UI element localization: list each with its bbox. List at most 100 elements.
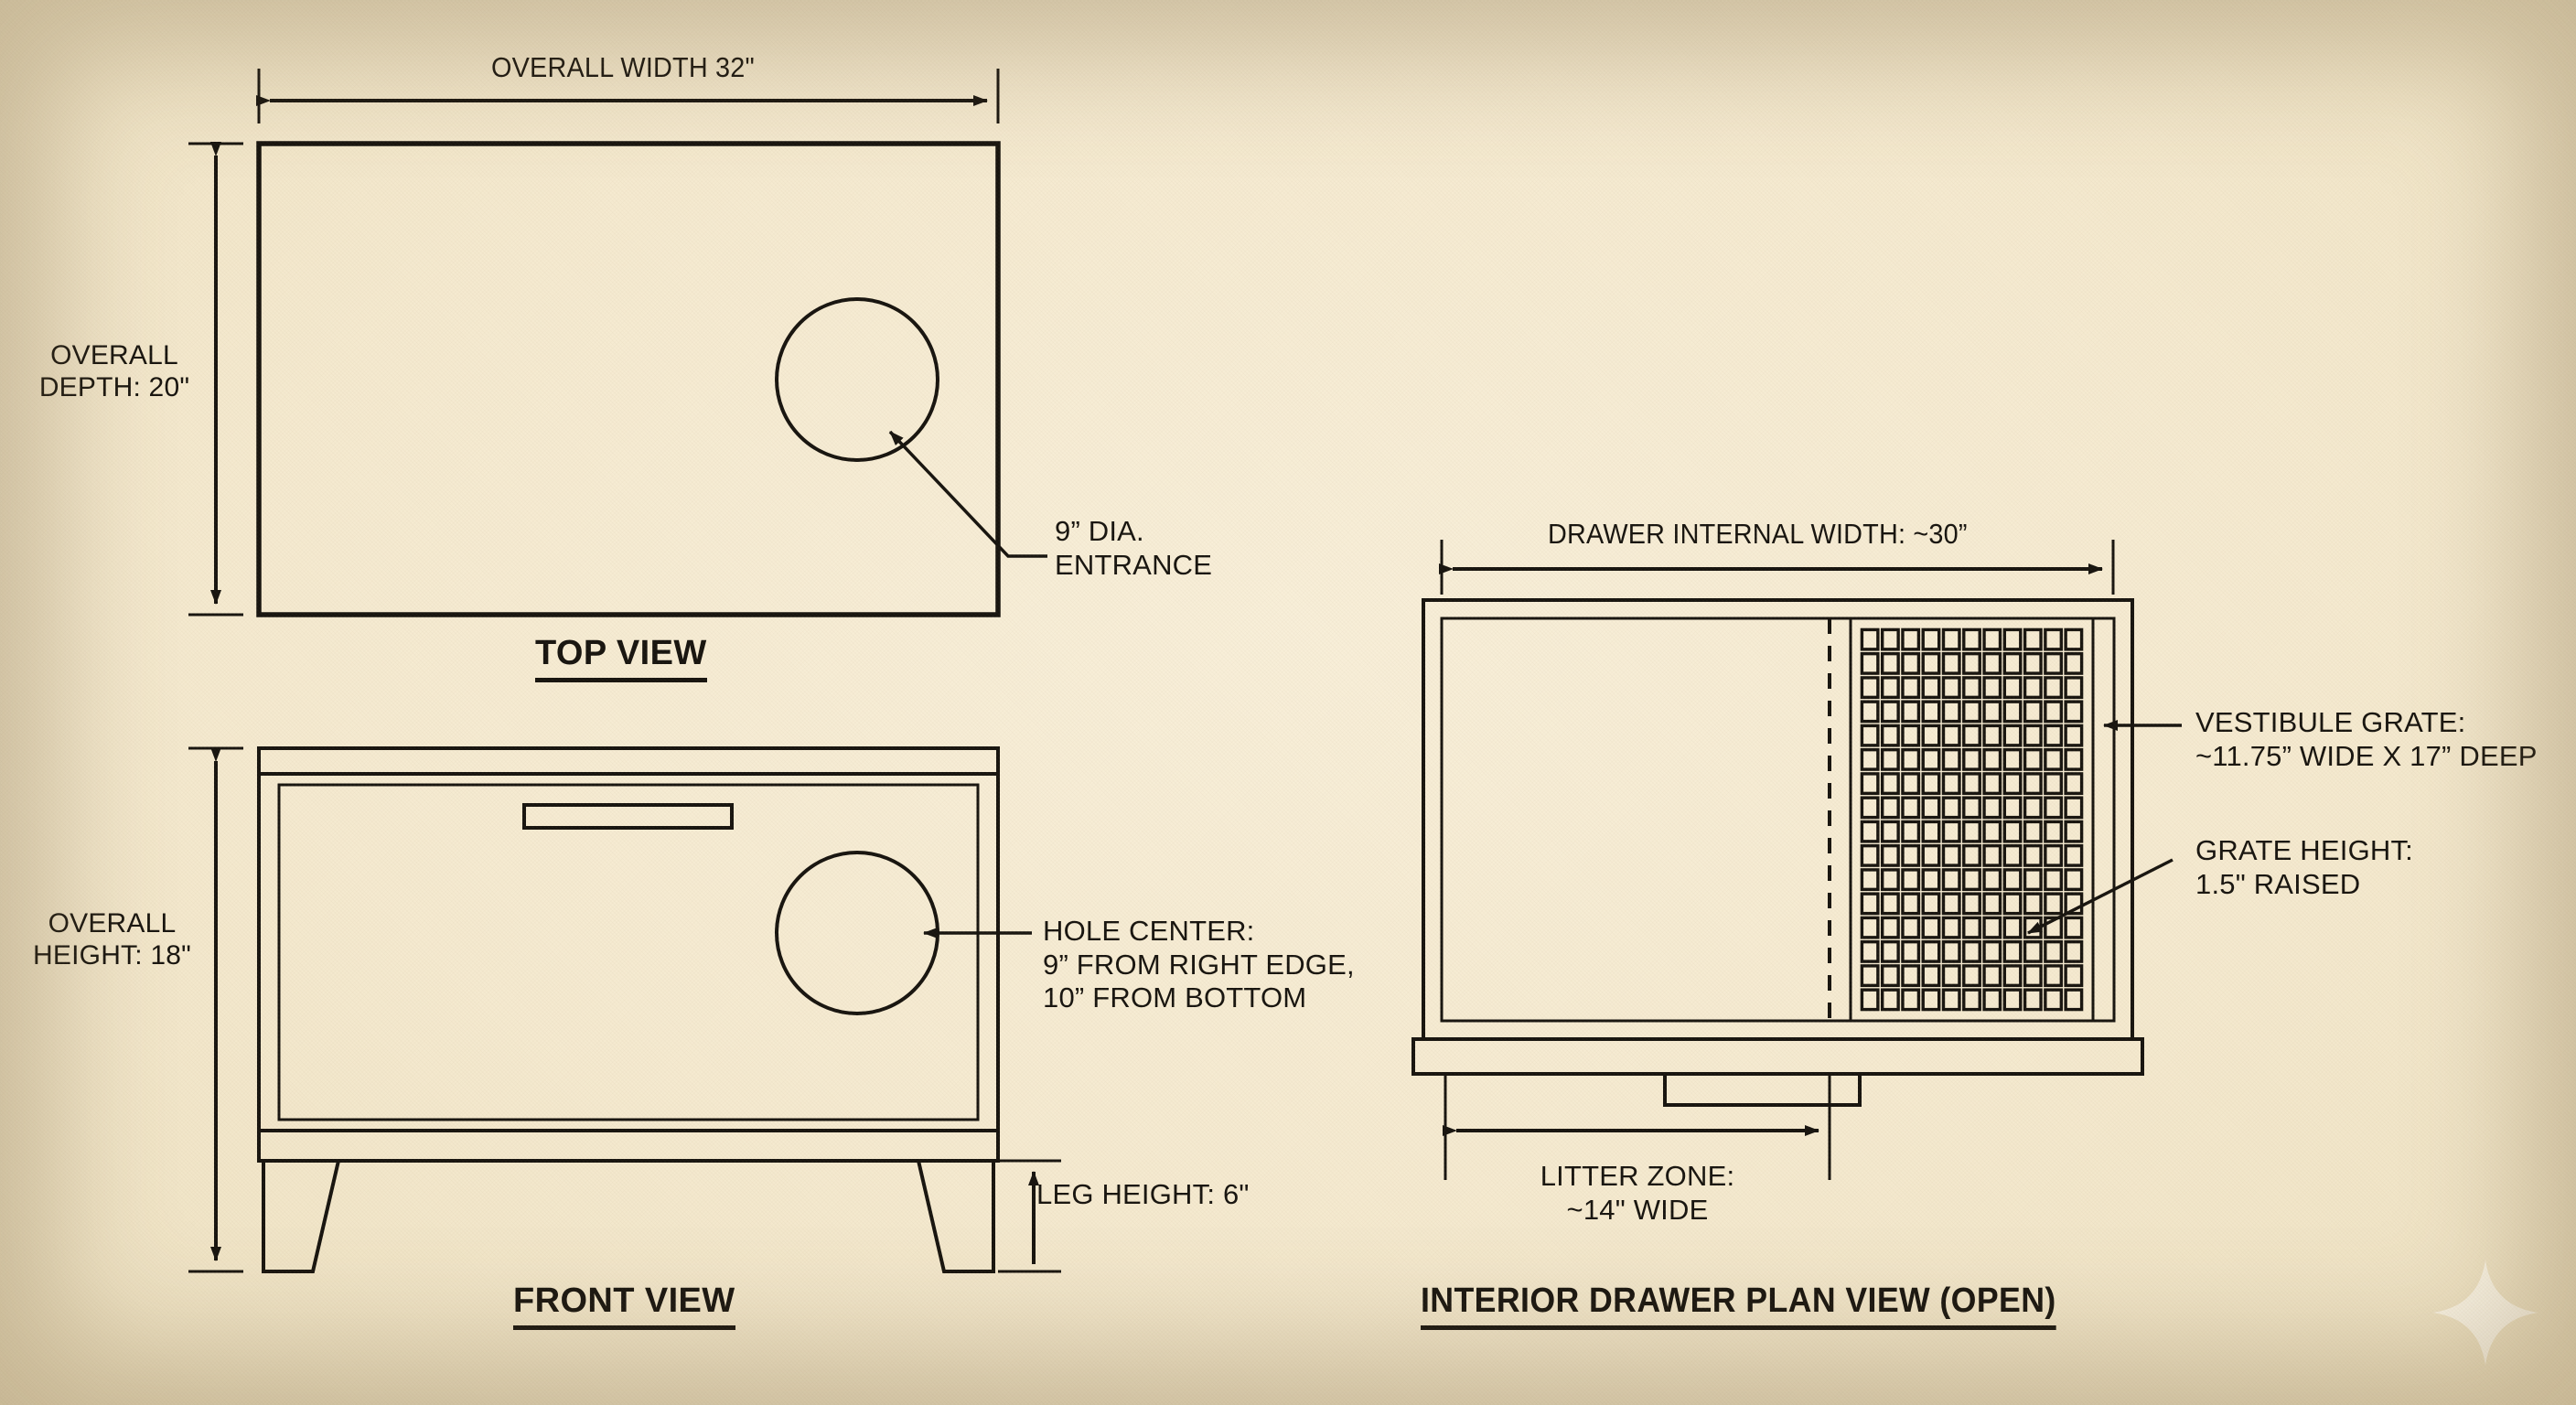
- top-view-title: TOP VIEW: [535, 633, 707, 682]
- grate-cell: [1880, 651, 1900, 675]
- grate-cell: [2023, 724, 2043, 747]
- grate-cell: [2064, 772, 2084, 796]
- grate-cell: [1921, 820, 1941, 843]
- grate-cell: [2044, 916, 2064, 939]
- grate-cell: [2044, 988, 2064, 1012]
- hole-callout-line-2: 9” FROM RIGHT EDGE,: [1043, 948, 1355, 981]
- grate-cell: [1860, 916, 1880, 939]
- grate-cell: [1901, 651, 1921, 675]
- depth-dim-line-1: OVERALL: [50, 340, 178, 370]
- grate-cell: [2044, 772, 2064, 796]
- grate-cell: [2044, 627, 2064, 651]
- grate-cell: [2023, 843, 2043, 867]
- grate-cell: [2044, 964, 2064, 988]
- grate-cell: [1880, 627, 1900, 651]
- grate-cell: [1901, 916, 1921, 939]
- grate-cell: [2023, 892, 2043, 916]
- grate-cell: [2002, 939, 2023, 963]
- grate-cell: [1962, 820, 1981, 843]
- grate-cell: [1982, 939, 2002, 963]
- grate-cell: [1941, 651, 1961, 675]
- grate-cell: [2044, 747, 2064, 771]
- grate-cell: [2064, 916, 2084, 939]
- grate-cell: [2023, 796, 2043, 820]
- grate-cell: [2064, 724, 2084, 747]
- grate-cell: [1880, 700, 1900, 724]
- grate-cell: [1982, 892, 2002, 916]
- grate-cell: [1860, 676, 1880, 700]
- grate-cell: [1982, 747, 2002, 771]
- grate-cell: [1880, 964, 1900, 988]
- grate-cell: [1860, 627, 1880, 651]
- grate-cell: [2023, 700, 2043, 724]
- grate-cell: [1941, 747, 1961, 771]
- grate-cell: [1921, 868, 1941, 892]
- grate-cell: [1962, 868, 1981, 892]
- grate-cell: [2023, 627, 2043, 651]
- grate-cell: [2064, 964, 2084, 988]
- grate-cell: [2064, 843, 2084, 867]
- grate-cell: [1901, 843, 1921, 867]
- grate-cell: [1941, 772, 1961, 796]
- grate-cell: [1982, 676, 2002, 700]
- grate-cell: [2002, 964, 2023, 988]
- grate-cell: [1921, 700, 1941, 724]
- grate-cell: [2023, 939, 2043, 963]
- hole-callout-line-1: HOLE CENTER:: [1043, 915, 1255, 947]
- grate-cell: [1941, 916, 1961, 939]
- grate-cell: [1901, 868, 1921, 892]
- grate-cell: [1921, 939, 1941, 963]
- grate-cell: [1880, 892, 1900, 916]
- vestibule-grate-callout: VESTIBULE GRATE:~11.75” WIDE X 17” DEEP: [2195, 706, 2538, 773]
- grate-cell: [1962, 747, 1981, 771]
- grate-cell: [1880, 916, 1900, 939]
- grate-cell: [2064, 892, 2084, 916]
- grate-cell: [1921, 796, 1941, 820]
- grate-cell: [2044, 820, 2064, 843]
- grate-cell: [2002, 676, 2023, 700]
- grate-height-line-2: 1.5" RAISED: [2195, 867, 2361, 900]
- grate-cell: [2002, 868, 2023, 892]
- grate-cell: [2044, 939, 2064, 963]
- grate-cell: [2064, 747, 2084, 771]
- entrance-callout-line-1: 9” DIA.: [1055, 515, 1144, 547]
- grate-cell: [1982, 916, 2002, 939]
- grate-cell: [1880, 988, 1900, 1012]
- grate-cell: [2002, 892, 2023, 916]
- grate-cell: [2044, 868, 2064, 892]
- front-view-geometry: [188, 746, 1061, 1273]
- grate-cell: [2023, 651, 2043, 675]
- grate-cell: [1860, 651, 1880, 675]
- height-dim-line-2: HEIGHT: 18": [33, 940, 191, 971]
- litter-zone-dimension-label: LITTER ZONE:~14" WIDE: [1464, 1160, 1811, 1227]
- grate-cell: [2064, 796, 2084, 820]
- grate-cell: [1962, 916, 1981, 939]
- grate-cell: [2064, 651, 2084, 675]
- grate-cell: [2023, 747, 2043, 771]
- grate-cell: [1860, 988, 1880, 1012]
- grate-cell: [1941, 796, 1961, 820]
- grate-cell: [1860, 843, 1880, 867]
- grate-cell: [2002, 820, 2023, 843]
- grate-cell: [2023, 964, 2043, 988]
- grate-cell: [1901, 627, 1921, 651]
- grate-cell: [2002, 843, 2023, 867]
- grate-cell: [1921, 988, 1941, 1012]
- grate-cell: [2002, 916, 2023, 939]
- grate-cell: [1880, 724, 1900, 747]
- grate-cell: [1941, 820, 1961, 843]
- grate-cell: [2023, 820, 2043, 843]
- grate-cell: [2044, 796, 2064, 820]
- grate-cell: [1860, 868, 1880, 892]
- grate-cell: [2064, 676, 2084, 700]
- grate-cell: [1941, 700, 1961, 724]
- height-dim-line-1: OVERALL: [48, 908, 177, 938]
- grate-cell: [1880, 747, 1900, 771]
- grate-cell: [1962, 796, 1981, 820]
- grate-cell: [1860, 724, 1880, 747]
- grate-cell: [2064, 820, 2084, 843]
- grate-height-line-1: GRATE HEIGHT:: [2195, 834, 2413, 866]
- grate-callout-line-1: VESTIBULE GRATE:: [2195, 706, 2466, 738]
